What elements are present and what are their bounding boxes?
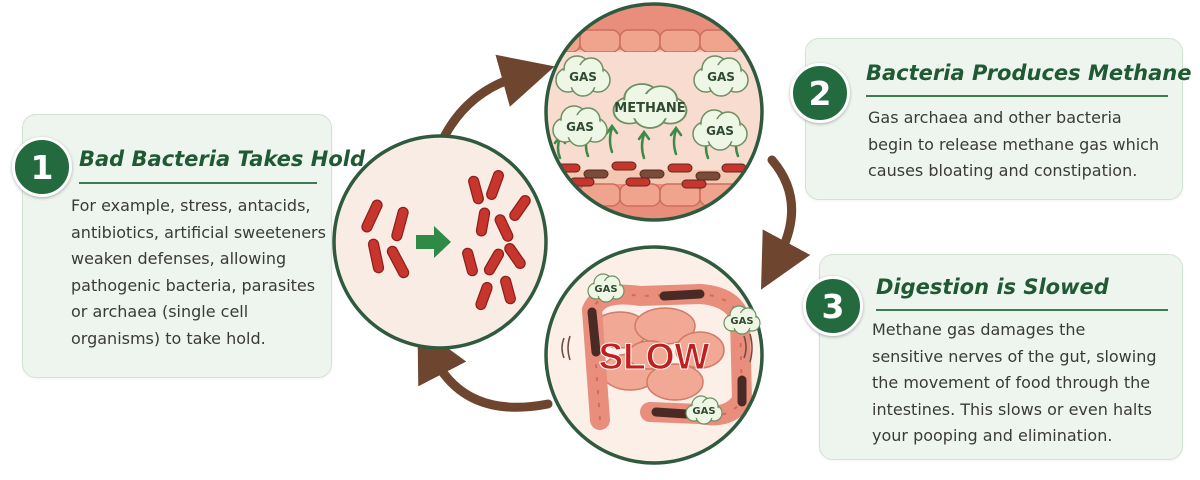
gas-label: GAS [569,70,597,84]
step-1-line: For example, stress, antacids, [71,196,311,215]
step-2-title: Bacteria Produces Methane [866,61,1192,85]
step-1-line: weaken defenses, allowing [71,249,287,268]
methane-label: METHANE [614,101,685,116]
gas-label: GAS [692,406,715,417]
slow-label: SLOW [599,336,710,377]
gas-label: GAS [566,120,594,134]
step-1-line: antibiotics, artificial sweeteners [71,222,326,242]
gas-label: GAS [594,284,617,295]
step-2-line: Gas archaea and other bacteria [868,108,1122,127]
bacteria-illustration [332,134,548,350]
step-3-line: sensitive nerves of the gut, slowing [872,346,1157,366]
step-1-card: Bad Bacteria Takes Hold For example, str… [22,114,365,378]
step-1-divider [79,182,317,184]
cycle-arrow-right [761,155,811,290]
step-2-line: causes bloating and constipation. [868,161,1138,180]
step-2-description: Gas archaea and other bacteria begin to … [868,105,1180,185]
methane-illustration: METHANE GAS GAS GAS GAS [544,2,764,222]
step-2-card: Bacteria Produces Methane Gas archaea an… [805,38,1191,200]
gas-label: GAS [706,124,734,138]
step-1-title: Bad Bacteria Takes Hold [79,147,365,171]
step-3-divider [876,309,1168,311]
transition-arrow-icon [416,226,451,258]
cycle-arrow-bottom [417,326,553,412]
step-1-line: or archaea (single cell [71,302,249,321]
step-1-description: For example, stress, antacids, antibioti… [71,193,329,352]
step-1-number-badge: 1 [12,137,72,197]
step-3-line: the movement of food through the [872,373,1151,392]
step-3-description: Methane gas damages the sensitive nerves… [872,317,1178,450]
step-3-title: Digestion is Slowed [876,275,1109,299]
step-2-divider [866,95,1168,97]
step-3-line: intestines. This slows or even halts [872,399,1152,419]
step-3-number-badge: 3 [803,276,863,336]
step-1-line: organisms) to take hold. [71,328,266,348]
step-3-line: your pooping and elimination. [872,426,1113,445]
step-1-line: pathogenic bacteria, parasites [71,275,316,295]
step-3-card: Digestion is Slowed Methane gas damages … [819,254,1183,460]
gas-label: GAS [707,70,735,84]
gas-label: GAS [730,316,753,327]
step-2-number-badge: 2 [790,63,850,123]
intestine-illustration: SLOW GAS GAS GAS [544,245,764,465]
step-3-line: Methane gas damages the [872,320,1086,339]
step-2-line: begin to release methane gas which [868,134,1160,154]
